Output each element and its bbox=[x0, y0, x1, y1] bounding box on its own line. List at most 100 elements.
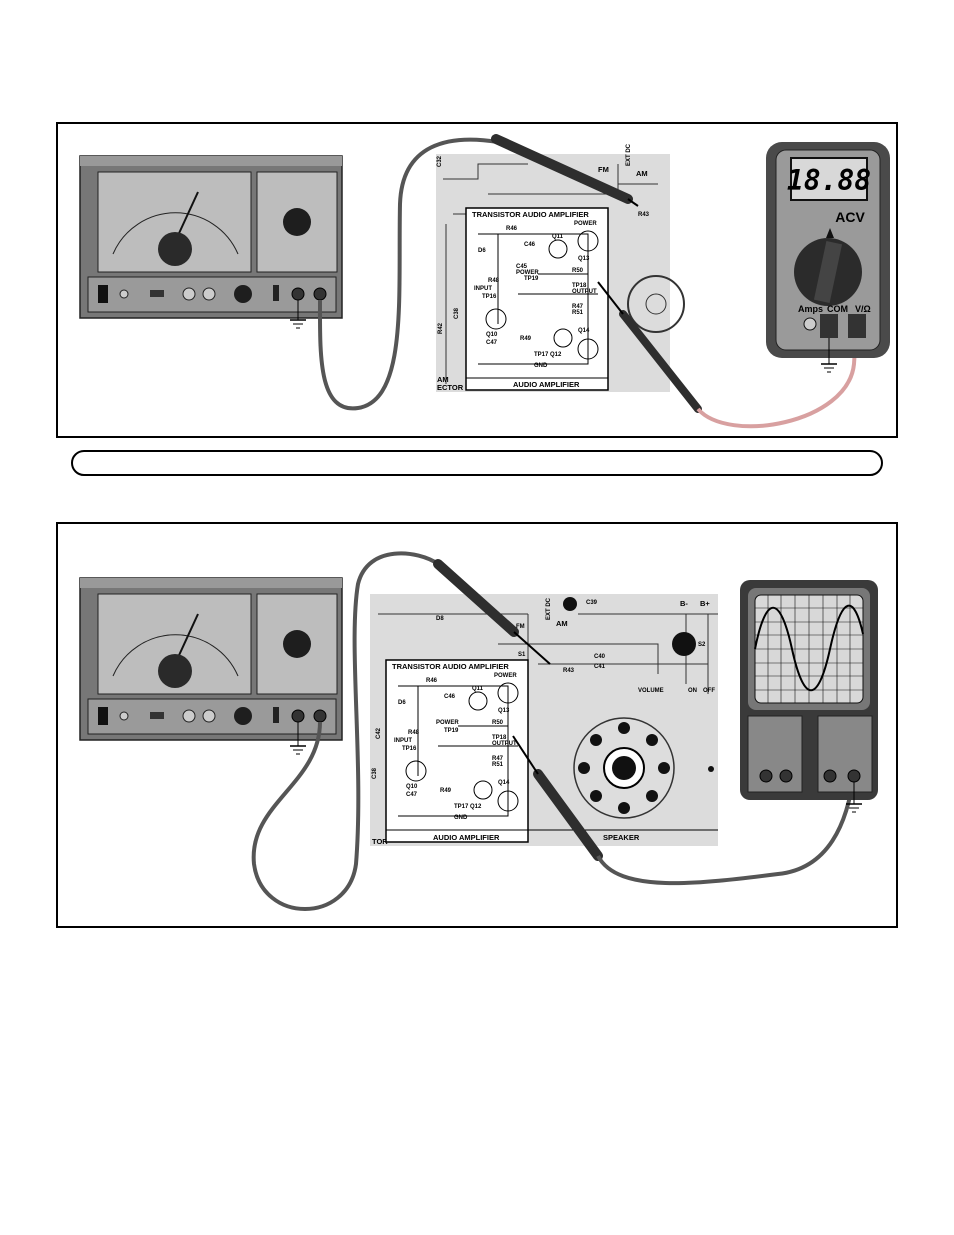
part-tp19: TP19 bbox=[444, 728, 459, 734]
board-label-am: AM bbox=[636, 169, 648, 178]
scope-input-jack-1[interactable] bbox=[759, 769, 773, 783]
amplifier-title: TRANSISTOR AUDIO AMPLIFIER bbox=[472, 210, 589, 219]
caption-bar bbox=[71, 450, 883, 476]
board-label-c39: C39 bbox=[586, 600, 598, 606]
board-label-r43: R43 bbox=[638, 212, 650, 218]
circuit-board: C32 FM AM EXT DC R43 AM ECTOR TRANSISTOR… bbox=[436, 143, 685, 392]
board-label-c41: C41 bbox=[594, 664, 606, 670]
part-input: INPUT bbox=[394, 738, 412, 744]
jack-label-com: COM bbox=[827, 304, 848, 314]
test-probe-upper bbox=[491, 134, 639, 207]
part-r47: R47 bbox=[572, 304, 584, 310]
part-c42: C42 bbox=[376, 727, 382, 739]
test-probe-upper bbox=[433, 559, 551, 665]
part-power-1: POWER bbox=[574, 221, 597, 227]
part-q11: Q11 bbox=[472, 686, 484, 692]
part-q12: Q12 bbox=[550, 352, 562, 358]
speaker-cone bbox=[573, 717, 675, 819]
test-probe-lower bbox=[597, 281, 702, 413]
board-label-on: ON bbox=[688, 688, 697, 694]
part-c46: C46 bbox=[444, 694, 456, 700]
oscilloscope-setup-diagram: SPEAKER TOR D8 EXT DC C39 B- B+ FM AM S1… bbox=[79, 551, 878, 911]
part-power-1: POWER bbox=[494, 673, 517, 679]
board-label-s2: S2 bbox=[698, 642, 706, 648]
scope-input-jack-4[interactable] bbox=[847, 769, 861, 783]
part-q12: Q12 bbox=[470, 804, 482, 810]
part-r50: R50 bbox=[492, 720, 504, 726]
part-r50: R50 bbox=[572, 268, 584, 274]
part-r51: R51 bbox=[572, 310, 584, 316]
board-label-c32: C32 bbox=[437, 155, 443, 167]
amplifier-title: TRANSISTOR AUDIO AMPLIFIER bbox=[392, 662, 509, 671]
multimeter-measurement-panel: C32 FM AM EXT DC R43 AM ECTOR TRANSISTOR… bbox=[56, 122, 898, 438]
board-corner-label-tor: TOR bbox=[372, 837, 388, 846]
part-q11: Q11 bbox=[552, 234, 564, 240]
part-r49: R49 bbox=[440, 788, 452, 794]
part-r42: R42 bbox=[438, 322, 444, 334]
meter-red-lead bbox=[696, 333, 858, 429]
part-tp18: TP18 bbox=[492, 735, 507, 741]
audio-generator bbox=[79, 577, 343, 755]
part-power-2: POWER bbox=[516, 270, 539, 276]
part-r49: R49 bbox=[520, 336, 532, 342]
part-c47: C47 bbox=[406, 792, 418, 798]
board-corner-label-ector: ECTOR bbox=[437, 383, 464, 392]
board-label-fm: FM bbox=[598, 165, 609, 174]
board-label-ext-dc: EXT DC bbox=[626, 143, 632, 166]
speaker-label: SPEAKER bbox=[603, 833, 640, 842]
part-tp17: TP17 bbox=[454, 804, 469, 810]
audio-generator bbox=[79, 155, 343, 329]
scope-input-jack-2[interactable] bbox=[779, 769, 793, 783]
v-ohm-jack[interactable] bbox=[848, 314, 866, 338]
part-c38: C38 bbox=[454, 307, 460, 319]
part-q10: Q10 bbox=[406, 784, 418, 790]
part-c45: C45 bbox=[516, 264, 528, 270]
jack-label-amps: Amps bbox=[798, 304, 823, 314]
com-jack[interactable] bbox=[820, 314, 838, 338]
generator-output-cable bbox=[251, 551, 440, 911]
meter-mode-label: ACV bbox=[835, 209, 865, 225]
board-label-off: OFF bbox=[703, 688, 715, 694]
amplifier-section-label: AUDIO AMPLIFIER bbox=[433, 833, 500, 842]
part-gnd: GND bbox=[534, 363, 548, 369]
part-q10: Q10 bbox=[486, 332, 498, 338]
part-r47: R47 bbox=[492, 756, 504, 762]
part-c46: C46 bbox=[524, 242, 536, 248]
part-tp17: TP17 bbox=[534, 352, 549, 358]
oscilloscope bbox=[740, 580, 878, 813]
scope-probe-cable bbox=[596, 771, 856, 886]
part-r46: R46 bbox=[506, 226, 518, 232]
scope-sine-trace bbox=[754, 604, 864, 692]
part-output: OUTPUT bbox=[572, 289, 597, 295]
board-corner-label-am: AM bbox=[437, 375, 449, 384]
part-d6: D6 bbox=[398, 700, 406, 706]
part-input: INPUT bbox=[474, 286, 492, 292]
scope-input-jack-3[interactable] bbox=[823, 769, 837, 783]
part-tp19: TP19 bbox=[524, 276, 539, 282]
part-q13: Q13 bbox=[578, 256, 590, 262]
part-r48: R48 bbox=[408, 730, 420, 736]
part-q14: Q14 bbox=[498, 780, 510, 786]
part-tp16: TP16 bbox=[402, 746, 417, 752]
part-power-2: POWER bbox=[436, 720, 459, 726]
amplifier-section-label: AUDIO AMPLIFIER bbox=[513, 380, 580, 389]
board-label-volume: VOLUME bbox=[638, 688, 664, 694]
oscilloscope-measurement-panel: SPEAKER TOR D8 EXT DC C39 B- B+ FM AM S1… bbox=[56, 522, 898, 928]
board-label-c40: C40 bbox=[594, 654, 606, 660]
part-q13: Q13 bbox=[498, 708, 510, 714]
test-probe-lower bbox=[512, 735, 603, 861]
part-tp18: TP18 bbox=[572, 283, 587, 289]
part-r48: R48 bbox=[488, 278, 500, 284]
part-d6: D6 bbox=[478, 248, 486, 254]
amps-jack[interactable] bbox=[803, 317, 817, 331]
board-label-b-minus: B- bbox=[680, 599, 688, 608]
multimeter-setup-diagram: C32 FM AM EXT DC R43 AM ECTOR TRANSISTOR… bbox=[79, 134, 890, 429]
board-label-fm: FM bbox=[516, 624, 525, 630]
board-label-s1: S1 bbox=[518, 652, 526, 658]
part-r51: R51 bbox=[492, 762, 504, 768]
generator-output-cable bbox=[317, 137, 499, 411]
meter-display-readout: 18.88 bbox=[787, 164, 871, 197]
jack-label-v-ohm: V/Ω bbox=[855, 304, 871, 314]
board-label-am: AM bbox=[556, 619, 568, 628]
circuit-board: SPEAKER TOR D8 EXT DC C39 B- B+ FM AM S1… bbox=[370, 594, 718, 846]
